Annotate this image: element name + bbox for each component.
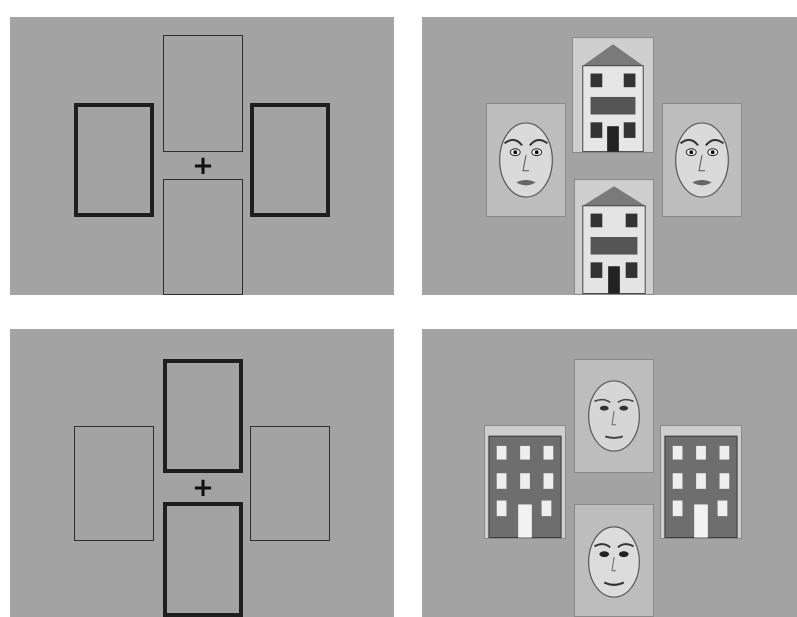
placeholder-right xyxy=(250,426,330,541)
placeholder-left xyxy=(74,426,154,541)
panel-bottom-right-stimulus xyxy=(422,329,797,617)
house-bottom xyxy=(574,179,654,295)
panel-bottom-left-cue: + xyxy=(10,329,394,617)
panel-top-left-cue: + xyxy=(10,17,394,295)
placeholder-left-highlighted xyxy=(74,103,154,217)
fixation-cross: + xyxy=(188,153,218,179)
face-icon xyxy=(575,360,653,472)
house-icon xyxy=(485,426,565,538)
face-icon xyxy=(575,505,653,616)
face-right xyxy=(662,103,742,217)
face-top xyxy=(574,359,654,473)
house-icon xyxy=(661,426,741,538)
fixation-cross: + xyxy=(188,475,218,501)
placeholder-bottom xyxy=(163,179,243,295)
placeholder-top-highlighted xyxy=(163,359,243,473)
house-top xyxy=(572,37,654,153)
placeholder-bottom-highlighted xyxy=(163,502,243,617)
house-left xyxy=(484,425,566,539)
panel-top-right-stimulus xyxy=(422,17,797,295)
placeholder-right-highlighted xyxy=(250,103,330,217)
face-bottom xyxy=(574,504,654,617)
face-icon xyxy=(487,104,565,216)
face-left xyxy=(486,103,566,217)
face-icon xyxy=(663,104,741,216)
placeholder-top xyxy=(163,35,243,152)
house-icon xyxy=(573,38,653,152)
house-icon xyxy=(575,180,653,294)
house-right xyxy=(660,425,742,539)
